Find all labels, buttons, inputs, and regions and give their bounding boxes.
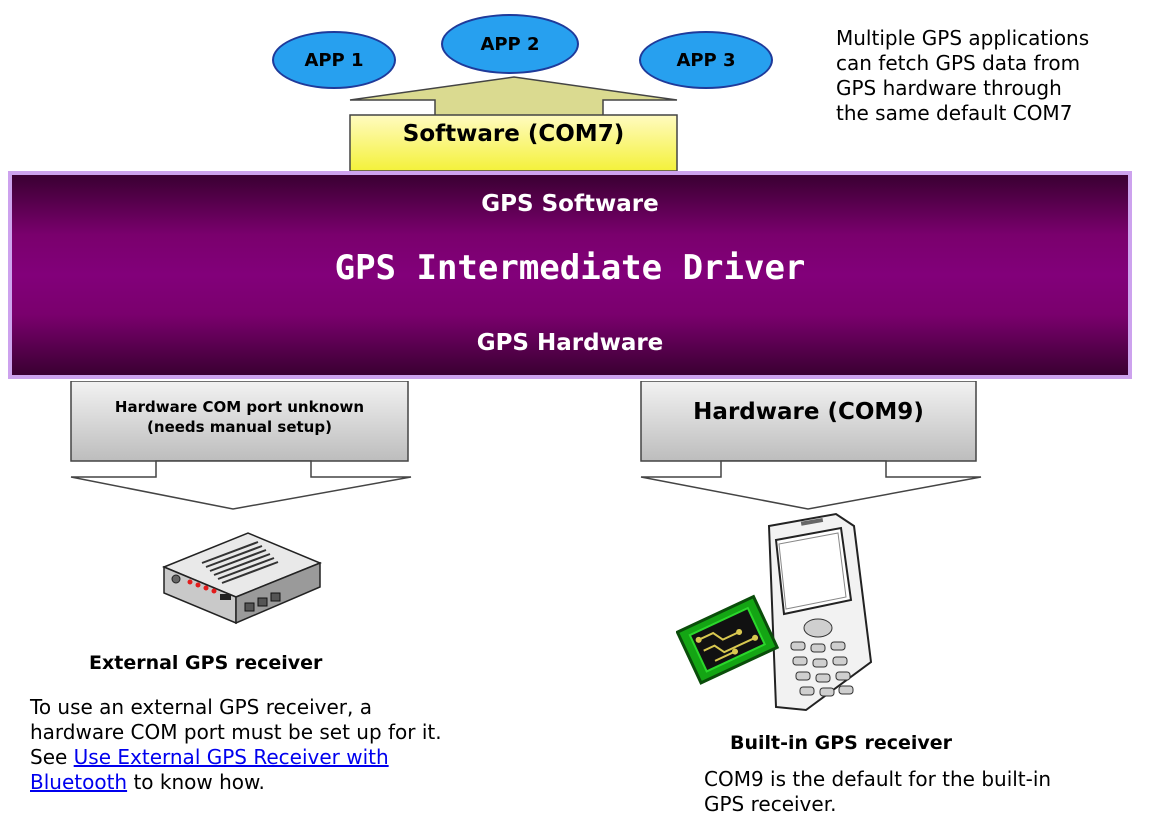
gps-software-label: GPS Software [481,191,659,217]
hardware-com9-arrow-body [640,381,977,462]
hardware-unknown-label: Hardware COM port unknown (needs manual … [114,398,365,436]
app-3-ellipse: APP 3 [639,31,773,89]
use-external-gps-receiver-link[interactable]: Use External GPS Receiver with Bluetooth [30,745,389,794]
built-in-receiver-description: COM9 is the default for the built-in GPS… [704,767,1052,816]
app-1-label: APP 1 [304,49,364,71]
app-2-label: APP 2 [480,33,540,55]
hardware-port-label: Hardware (COM9) [693,399,924,425]
software-port-label: Software (COM7) [402,121,625,147]
external-receiver-caption: External GPS receiver [89,652,323,674]
gps-intermediate-driver-band: GPS Software GPS Intermediate Driver GPS… [8,171,1132,379]
software-arrow [349,76,678,172]
hardware-unknown-arrow [70,381,412,510]
top-note-line-2: can fetch GPS data from [836,51,1081,75]
gps-hardware-label: GPS Hardware [476,330,664,356]
hardware-unknown-arrow-head [70,460,412,510]
built-in-gps-phone-icon [676,512,873,712]
external-gps-receiver-icon [162,532,322,625]
top-note-line-3: GPS hardware through [836,76,1062,100]
app-2-ellipse: APP 2 [441,14,579,74]
built-in-receiver-caption: Built-in GPS receiver [730,732,953,754]
hardware-com9-arrow-head [640,460,982,510]
app-3-label: APP 3 [676,49,736,71]
app-1-ellipse: APP 1 [272,31,396,89]
hardware-com9-arrow [640,381,982,510]
gps-driver-title: GPS Intermediate Driver [334,248,806,288]
top-note-line-1: Multiple GPS applications [836,26,1090,50]
top-note-line-4: the same default COM7 [836,101,1073,125]
top-note: Multiple GPS applications can fetch GPS … [836,26,1089,126]
hardware-unknown-arrow-body [70,381,409,462]
external-receiver-description: To use an external GPS receiver, a hardw… [30,695,442,794]
software-arrow-body [349,114,678,172]
